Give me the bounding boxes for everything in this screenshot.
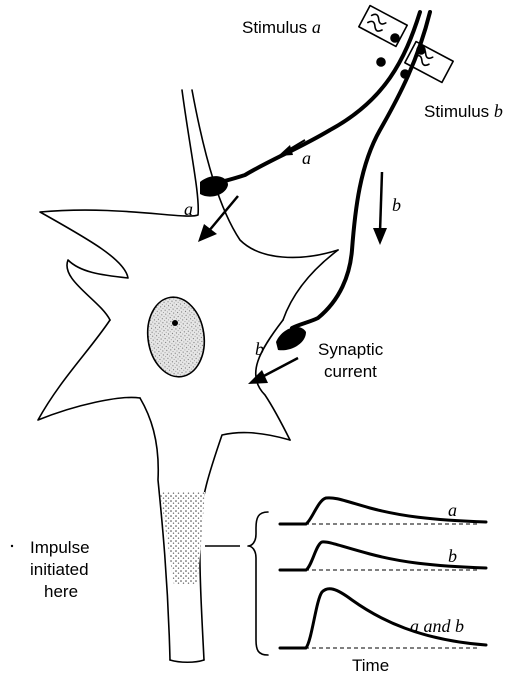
axon-hillock-stipple: [160, 492, 205, 585]
arrow-b-upper: [373, 172, 387, 245]
stimulus-a-label: Stimulus a: [242, 17, 321, 37]
nucleolus: [172, 320, 178, 326]
synaptic-terminal-b: [276, 327, 306, 350]
stimulus-b-label: Stimulus b: [424, 101, 503, 121]
axon-b: [276, 12, 430, 350]
axon-a: [200, 12, 420, 197]
stray-mark: [11, 545, 13, 547]
stimulus-electrode-a: [359, 6, 407, 66]
synaptic-terminal-a: [200, 176, 228, 196]
impulse-label-line2: initiated: [30, 560, 89, 579]
trace-a-label: a: [448, 500, 457, 520]
arrow-a-lower-label: a: [184, 199, 193, 219]
trace-b-label: b: [448, 546, 457, 566]
arrow-a-upper-label: a: [302, 148, 311, 168]
brace: [248, 512, 268, 655]
arrow-b-lower-label: b: [255, 339, 264, 359]
arrow-a-lower: [198, 196, 238, 242]
arrow-b-upper-label: b: [392, 195, 401, 215]
synaptic-current-label-line1: Synaptic: [318, 340, 384, 359]
time-axis-label: Time: [352, 656, 389, 675]
trace-ab-label: a and b: [410, 616, 464, 636]
impulse-label-line1: Impulse: [30, 538, 90, 557]
nucleus: [143, 293, 210, 380]
impulse-label-line3: here: [44, 582, 78, 601]
synaptic-current-label-line2: current: [324, 362, 377, 381]
